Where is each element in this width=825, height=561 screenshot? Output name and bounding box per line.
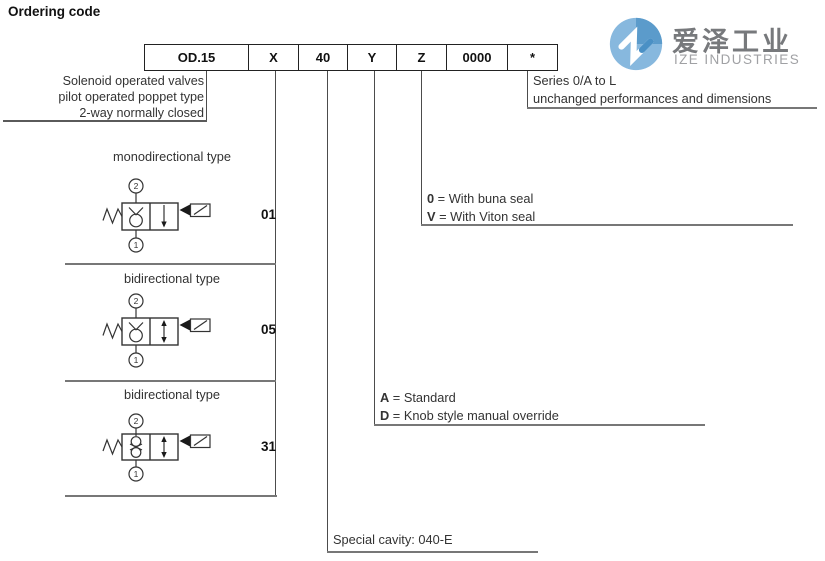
family-note-underline — [3, 120, 207, 122]
code-cell-x: X — [249, 44, 299, 71]
leader-line-star — [527, 71, 528, 108]
check-valve-ball — [129, 328, 143, 343]
spring-icon — [102, 438, 123, 456]
solenoid-box — [189, 203, 211, 218]
check-valve-ball-bottom — [130, 447, 142, 458]
check-valve-ball-top — [130, 436, 142, 447]
leader-line-od15 — [206, 71, 207, 120]
seal-option-desc: = With Viton seal — [435, 208, 536, 224]
family-note-line: pilot operated poppet type — [58, 90, 204, 104]
valve-2-type-label: bidirectional type — [123, 271, 221, 286]
code-cell-od15: OD.15 — [144, 44, 249, 71]
valve-section-separator — [65, 495, 277, 497]
seal-option-desc: = With buna seal — [434, 191, 534, 206]
ize-logo: 爱泽工业 IZE INDUSTRIES — [608, 14, 808, 72]
valve-2-symbol: 2 1 — [102, 293, 211, 368]
port-label: 2 — [134, 416, 139, 426]
code-cell-40: 40 — [299, 44, 348, 71]
override-option-desc: = Standard — [389, 390, 456, 405]
override-option: D = Knob style manual override — [380, 407, 559, 425]
leader-line-x — [275, 71, 276, 497]
seal-option: 0 = With buna seal — [427, 190, 535, 208]
code-cell-star: * — [508, 44, 558, 71]
cavity-note: Special cavity: 040-E — [333, 532, 453, 547]
solenoid-box — [189, 318, 211, 333]
cavity-note-underline — [327, 551, 538, 553]
port-1-circle — [128, 237, 144, 253]
solenoid-slash — [193, 320, 208, 330]
solenoid-triangle — [179, 435, 191, 447]
solenoid-triangle — [179, 319, 191, 331]
spring-icon — [102, 207, 123, 225]
port-1-circle — [128, 352, 144, 368]
code-cell-z: Z — [397, 44, 447, 71]
valve-section-separator — [65, 263, 276, 265]
solenoid-box — [189, 434, 211, 449]
port-1-circle — [128, 466, 144, 482]
page-title: Ordering code — [8, 4, 101, 19]
valve-1-symbol: 2 1 — [102, 178, 211, 253]
family-note-line: Solenoid operated valves — [62, 74, 204, 88]
leader-line-40 — [327, 71, 328, 552]
ordering-code-table: OD.15 X 40 Y Z 0000 * — [144, 44, 558, 71]
ize-logo-icon — [609, 17, 663, 71]
override-note-underline — [374, 424, 705, 426]
flow-arrowhead-down — [161, 337, 167, 343]
flow-arrowhead-down — [161, 452, 167, 458]
flow-arrowhead-down — [161, 221, 167, 228]
override-option-code: D — [380, 407, 390, 423]
leader-line-y — [374, 71, 375, 424]
code-cell-y: Y — [348, 44, 397, 71]
seal-option-code: 0 — [427, 191, 435, 206]
seal-option: V = With Viton seal — [427, 208, 535, 226]
leader-line-z — [421, 71, 422, 224]
flow-arrowhead-up — [161, 436, 167, 442]
ize-logo-en-text: IZE INDUSTRIES — [674, 52, 801, 67]
series-note: Series 0/A to L unchanged performances a… — [533, 72, 771, 107]
series-note-line: Series 0/A to L — [533, 73, 617, 88]
spring-icon — [102, 322, 123, 340]
port-label: 1 — [134, 355, 139, 365]
seal-option-code: V — [427, 208, 436, 224]
check-valve-seat-cross — [129, 443, 143, 451]
override-note: A = Standard D = Knob style manual overr… — [380, 389, 559, 424]
series-note-line: unchanged performances and dimensions — [533, 90, 772, 106]
valve-1-type-label: monodirectional type — [112, 149, 232, 164]
series-note-underline — [527, 107, 817, 109]
seal-note: 0 = With buna seal V = With Viton seal — [427, 190, 535, 225]
check-valve-seat — [128, 207, 144, 216]
check-valve-ball — [129, 213, 143, 228]
override-option-code: A — [380, 390, 390, 405]
port-label: 1 — [134, 240, 139, 250]
valve-2-code: 05 — [260, 322, 276, 337]
valve-section-separator — [65, 380, 276, 382]
valve-3-code: 31 — [260, 439, 276, 454]
override-option: A = Standard — [380, 389, 559, 407]
solenoid-triangle — [179, 204, 191, 216]
solenoid-slash — [193, 436, 208, 446]
flow-arrowhead-up — [161, 320, 167, 326]
port-label: 2 — [134, 181, 139, 191]
override-option-desc: = Knob style manual override — [389, 407, 559, 423]
valve-3-symbol: 2 1 — [102, 413, 211, 482]
ize-logo-cn-text: 爱泽工业 — [672, 27, 792, 57]
valve-3-type-label: bidirectional type — [123, 387, 221, 402]
port-label: 2 — [134, 296, 139, 306]
family-note: Solenoid operated valves pilot operated … — [8, 73, 204, 121]
code-cell-0000: 0000 — [447, 44, 508, 71]
solenoid-slash — [193, 205, 208, 215]
valve-1-code: 01 — [260, 207, 276, 222]
port-label: 1 — [134, 469, 139, 479]
family-note-line: 2-way normally closed — [79, 106, 204, 120]
seal-note-underline — [421, 224, 793, 226]
